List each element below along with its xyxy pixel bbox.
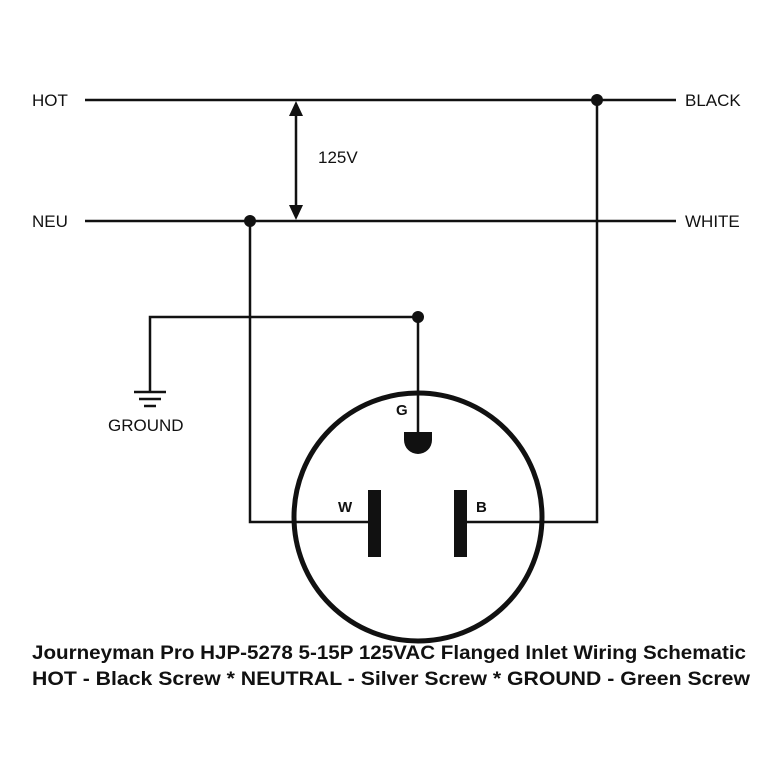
- ground-symbol-icon: [134, 390, 166, 408]
- neu-label: NEU: [32, 212, 68, 231]
- ground-wire: [148, 315, 420, 440]
- white-wire: [248, 221, 368, 524]
- caption-title: Journeyman Pro HJP-5278 5-15P 125VAC Fla…: [32, 643, 746, 664]
- caption-legend: HOT - Black Screw * NEUTRAL - Silver Scr…: [32, 669, 750, 690]
- pin-g-label: G: [396, 402, 408, 419]
- hot-label: HOT: [32, 91, 68, 110]
- pin-b-label: B: [476, 499, 487, 516]
- pin-w-label: W: [338, 499, 353, 516]
- ground-label: GROUND: [108, 416, 184, 435]
- neutral-blade: [368, 490, 381, 557]
- neutral-junction-dot: [244, 215, 256, 227]
- voltage-label: 125V: [318, 148, 358, 167]
- white-label: WHITE: [685, 212, 740, 231]
- ground-pin-body: [404, 432, 432, 454]
- black-label: BLACK: [685, 91, 741, 110]
- hot-junction-dot: [591, 94, 603, 106]
- ground-junction-dot: [412, 311, 424, 323]
- hot-blade: [454, 490, 467, 557]
- voltage-arrow: [289, 101, 303, 220]
- inlet-face-outline: [291, 390, 545, 644]
- black-wire: [467, 100, 599, 524]
